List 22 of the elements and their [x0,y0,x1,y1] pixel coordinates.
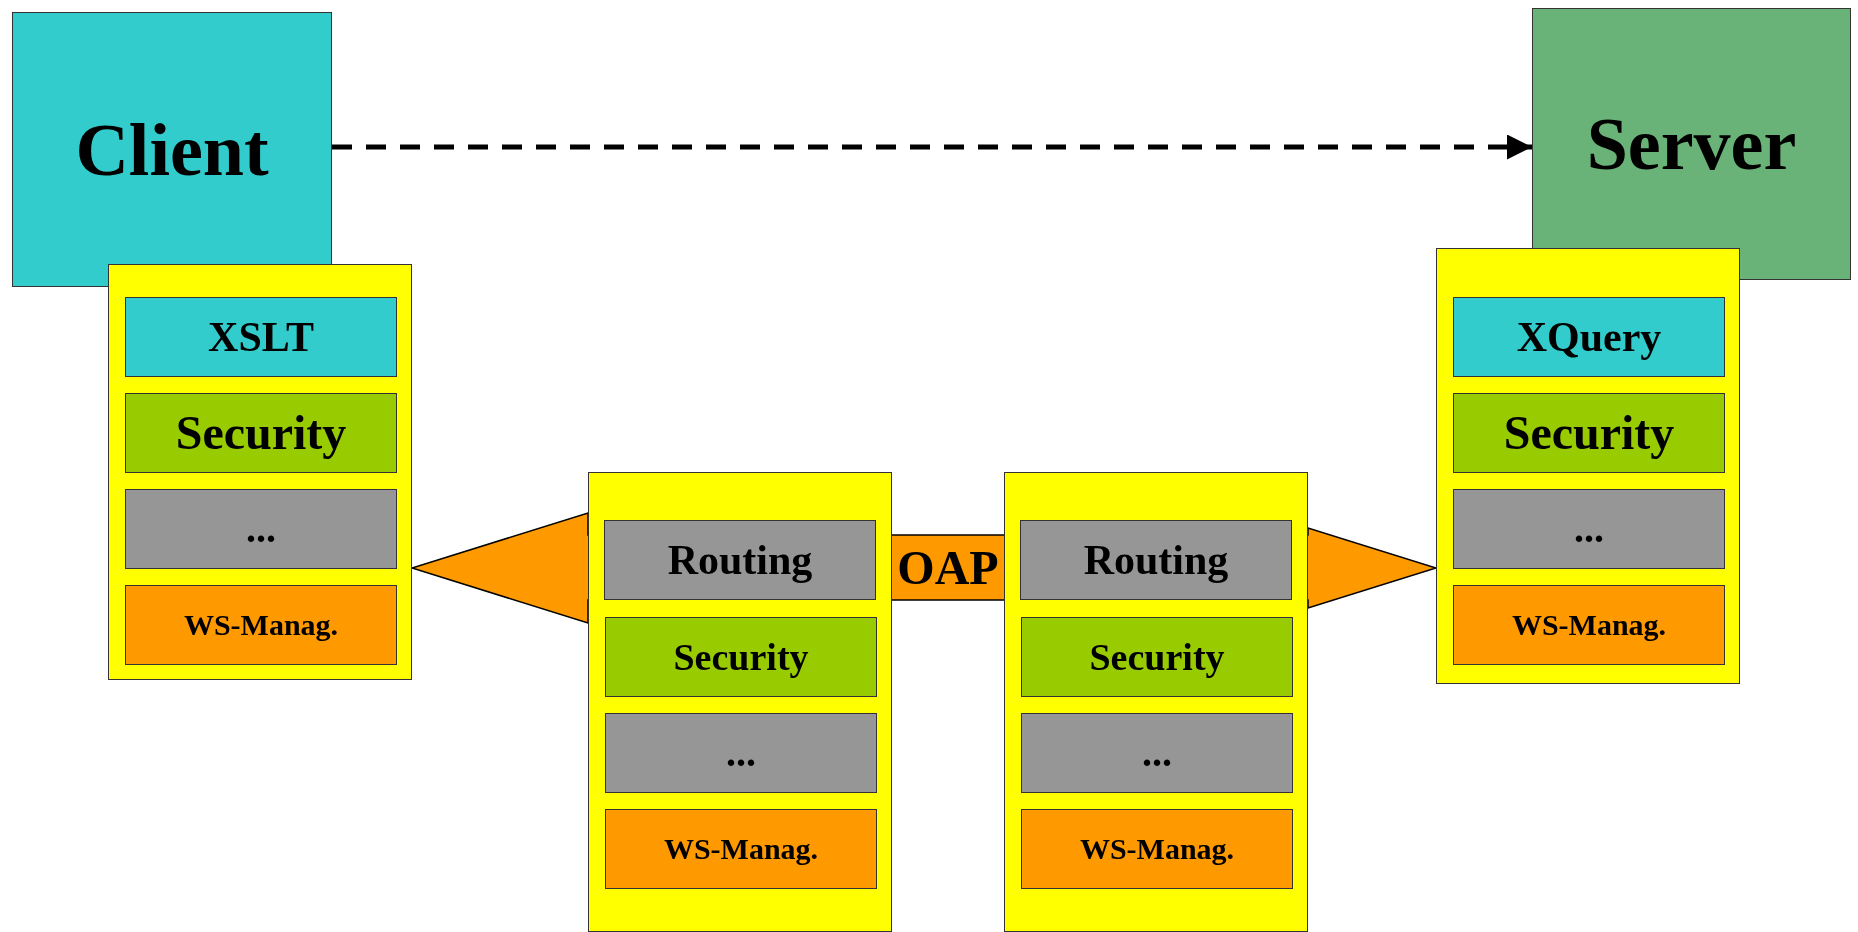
layer-box: Routing [604,520,876,600]
layer-box: Security [1021,617,1293,697]
layer-box: XSLT [125,297,397,377]
stack-panel [1436,248,1740,684]
layer-box: Security [1453,393,1725,473]
layer-box: ... [1021,713,1293,793]
dashed-arrow [332,134,1532,160]
layer-box: Routing [1020,520,1292,600]
layer-box: WS-Manag. [1453,585,1725,665]
protocol-label: OAP [896,544,1000,592]
layer-box: Security [125,393,397,473]
layer-box: ... [125,489,397,569]
layer-box: Security [605,617,877,697]
layer-box: ... [1453,489,1725,569]
layer-box: XQuery [1453,297,1725,377]
endpoint-box: Server [1532,8,1851,280]
layer-box: WS-Manag. [125,585,397,665]
stack-panel [108,264,412,680]
layer-box: WS-Manag. [1021,809,1293,889]
endpoint-box: Client [12,12,332,287]
layer-box: ... [605,713,877,793]
layer-box: WS-Manag. [605,809,877,889]
